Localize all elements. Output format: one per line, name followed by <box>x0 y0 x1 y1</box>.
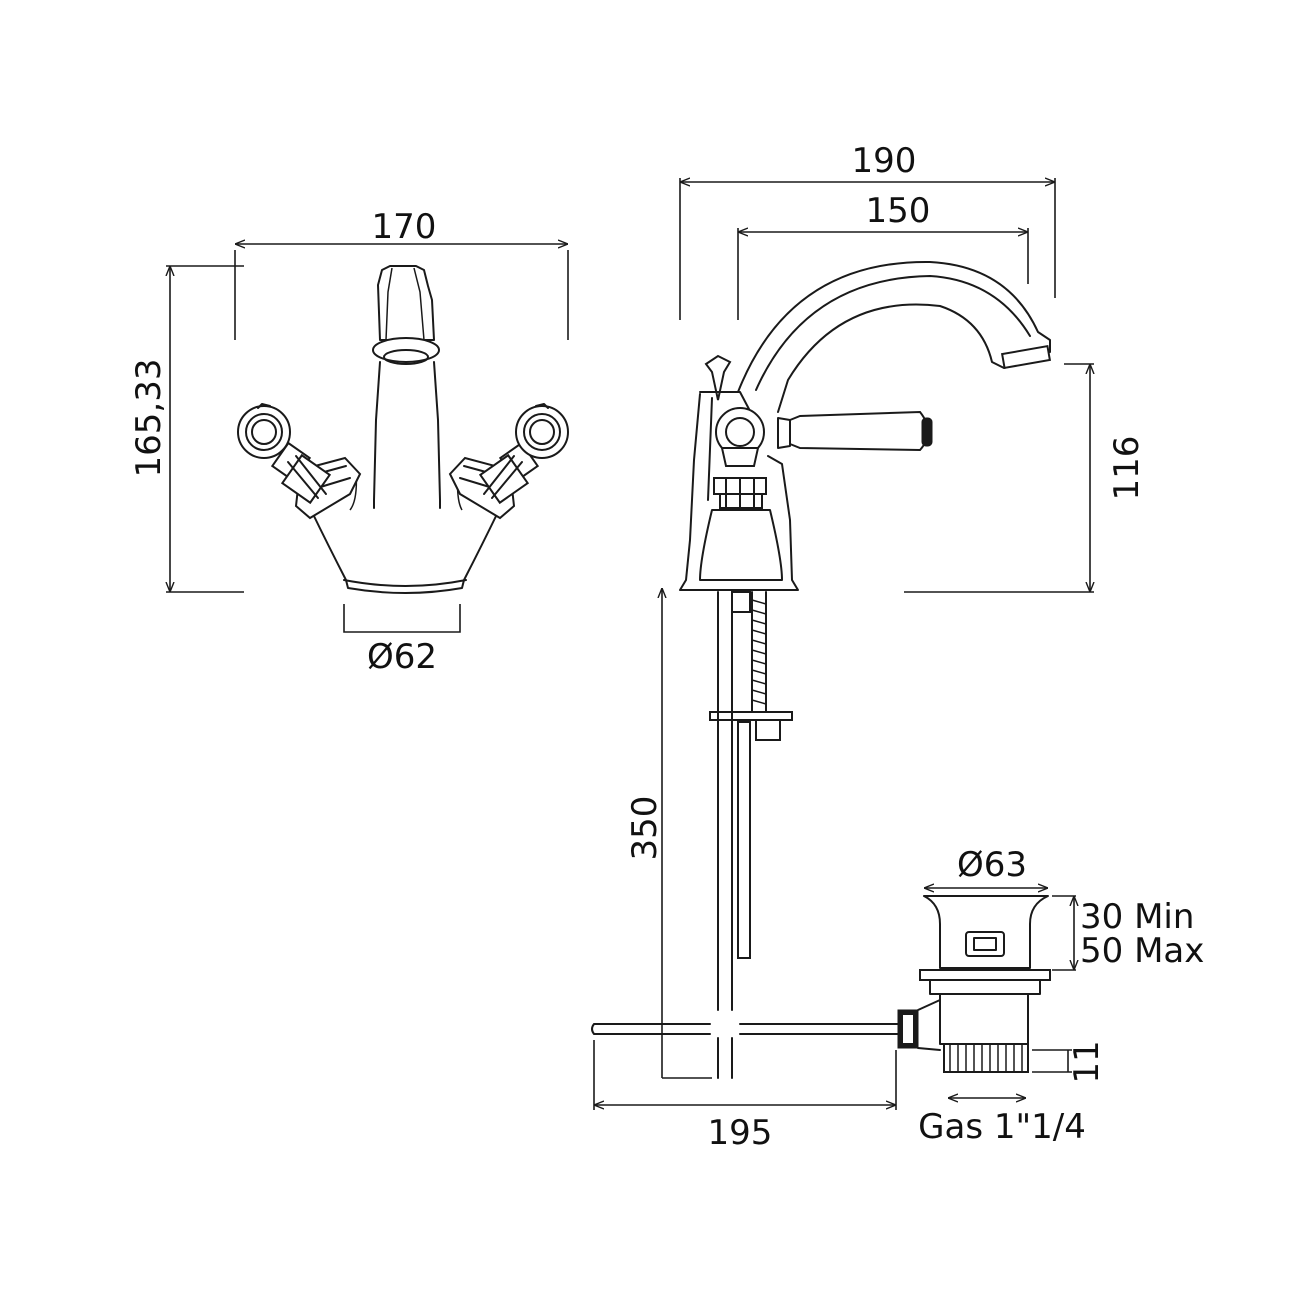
dim-waste-max-label: 50 Max <box>1080 931 1204 971</box>
front-view-faucet <box>237 265 569 594</box>
dim-thread-height: 11 <box>1032 1040 1107 1084</box>
dim-front-base: Ø62 <box>343 604 461 677</box>
waste-assembly <box>917 895 1051 1073</box>
dim-rod-length: 350 <box>625 588 712 1079</box>
dim-front-height: 165,33 <box>129 265 244 593</box>
dim-thread-spec: Gas 1"1/4 <box>918 1098 1086 1147</box>
dim-waste-thickness: 30 Min 50 Max <box>1052 895 1204 971</box>
dim-overall-reach: 190 <box>679 141 1056 320</box>
dim-waste-min-label: 30 Min <box>1080 897 1194 937</box>
dim-rod-reach-label: 195 <box>708 1113 773 1153</box>
dim-waste-diameter-label: Ø63 <box>957 845 1027 885</box>
dim-thread-spec-label: Gas 1"1/4 <box>918 1107 1086 1147</box>
dim-side-height: 116 <box>904 363 1147 593</box>
dim-overall-reach-label: 190 <box>852 141 917 181</box>
dim-front-height-label: 165,33 <box>129 359 169 478</box>
dim-rod-reach: 195 <box>593 1040 897 1153</box>
dim-side-height-label: 116 <box>1107 436 1147 501</box>
dim-waste-diameter: Ø63 <box>924 845 1048 888</box>
side-handle <box>715 407 933 467</box>
dim-front-base-label: Ø62 <box>367 637 437 677</box>
dim-front-width-label: 170 <box>372 207 437 247</box>
left-handle <box>237 403 362 520</box>
dim-rod-length-label: 350 <box>625 796 665 861</box>
right-handle <box>448 403 569 520</box>
side-view-faucet <box>591 260 1052 1079</box>
dim-thread-height-label: 11 <box>1067 1040 1107 1083</box>
dim-spout-reach: 150 <box>737 191 1029 320</box>
dim-spout-reach-label: 150 <box>866 191 931 231</box>
dim-front-width: 170 <box>234 207 569 340</box>
